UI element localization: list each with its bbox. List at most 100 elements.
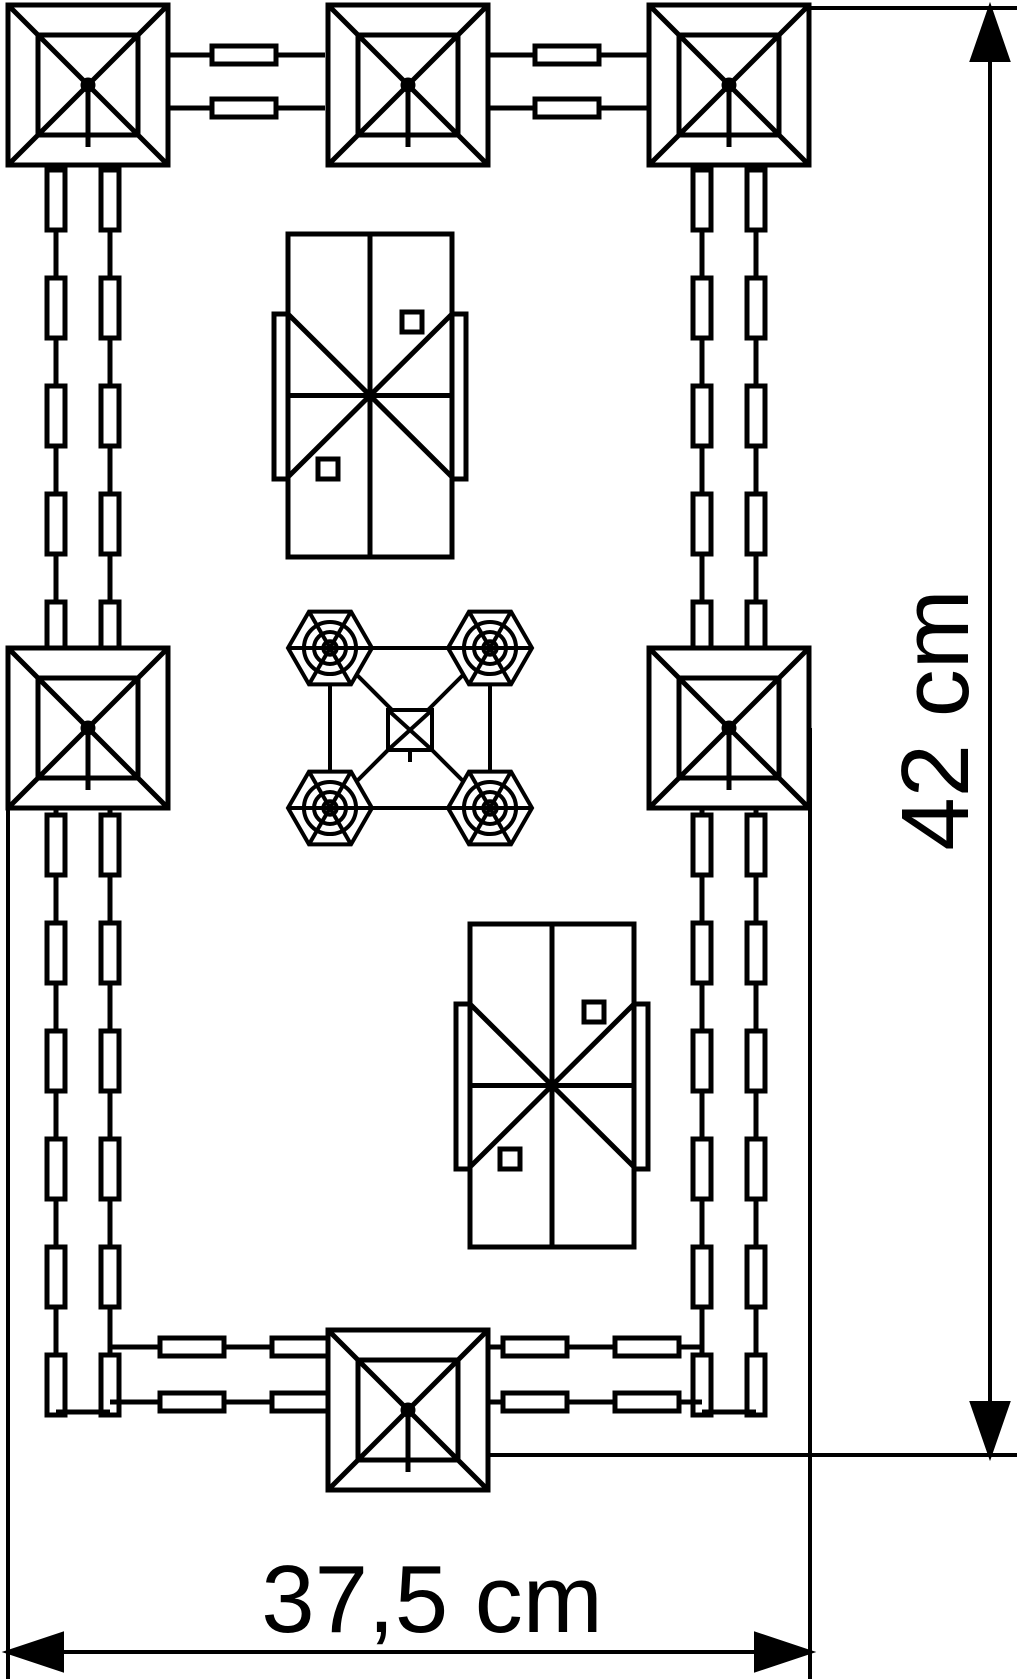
- pillar-diagonal: [36, 33, 90, 87]
- pillar-diagonal: [406, 83, 460, 137]
- pillar-diagonal: [36, 676, 90, 730]
- pillar-top-right: [646, 2, 812, 168]
- chain-link: [744, 812, 768, 878]
- pillar-diagonal: [727, 33, 781, 87]
- pillar-diagonal: [356, 83, 410, 137]
- stool-spoke: [307, 610, 332, 650]
- chain-link: [612, 1335, 682, 1359]
- chain-link: [744, 491, 768, 557]
- pillar-bevel: [456, 1458, 490, 1492]
- pillar-diagonal: [356, 33, 410, 87]
- chain-link: [744, 1136, 768, 1202]
- chain-link: [98, 920, 122, 986]
- arrowhead-icon: [969, 1, 1011, 62]
- pillar-middle-right: [646, 645, 812, 811]
- chain-link: [44, 812, 68, 878]
- pillar-center: [80, 720, 96, 736]
- pillar-diagonal: [406, 33, 460, 87]
- pillar-center: [721, 77, 737, 93]
- chain-link: [532, 96, 602, 120]
- chain-link: [98, 275, 122, 341]
- stool-spoke: [328, 806, 353, 846]
- chain-link: [532, 43, 602, 67]
- pillar-bevel: [647, 646, 681, 680]
- chain-link: [98, 1028, 122, 1094]
- stool-spoke: [307, 806, 332, 846]
- pillar-diagonal: [727, 83, 781, 137]
- stool-spoke: [467, 610, 492, 650]
- pillar-diagonal: [727, 726, 781, 780]
- small-table-set: [285, 609, 535, 847]
- arrowhead-icon: [969, 1401, 1011, 1462]
- pillar-middle-left: [5, 645, 171, 811]
- chain-link: [690, 491, 714, 557]
- pillar-diagonal: [677, 33, 731, 87]
- chain-link: [157, 1335, 227, 1359]
- chain-link: [44, 1244, 68, 1310]
- chain-link: [157, 1390, 227, 1414]
- stool-spoke: [488, 770, 513, 810]
- pillar-bevel: [647, 776, 681, 810]
- pillar-bevel: [6, 3, 40, 37]
- chain-link: [98, 1244, 122, 1310]
- chain-link: [612, 1390, 682, 1414]
- pillar-center: [721, 720, 737, 736]
- pillar-center: [80, 77, 96, 93]
- chain-link: [744, 1244, 768, 1310]
- chain-link: [690, 920, 714, 986]
- stool-spoke: [328, 610, 353, 650]
- pillar-diagonal: [86, 676, 140, 730]
- stool-spoke: [328, 770, 353, 810]
- chain-link: [209, 96, 279, 120]
- chain-link: [44, 275, 68, 341]
- pillar-center: [400, 1402, 416, 1418]
- pillar-center: [400, 77, 416, 93]
- pillar-bevel: [777, 646, 811, 680]
- pillar-diagonal: [36, 726, 90, 780]
- pillar-diagonal: [406, 1358, 460, 1412]
- pillar-bevel: [777, 776, 811, 810]
- chain-link: [744, 1352, 768, 1418]
- pillar-diagonal: [356, 1358, 410, 1412]
- arrowhead-icon: [754, 1631, 817, 1673]
- stool-bottom-left: [285, 769, 375, 847]
- pillar-bevel: [647, 3, 681, 37]
- pillar-bevel: [6, 133, 40, 167]
- stool-spoke: [467, 806, 492, 846]
- small-table-center-cross: [386, 708, 434, 752]
- width-dimension-label: 37,5 cm: [261, 1546, 602, 1653]
- table-diagonal: [468, 1002, 636, 1169]
- chain-rails: [44, 43, 768, 1418]
- stool-spoke: [467, 770, 492, 810]
- pillar-top-center: [325, 2, 491, 168]
- pillar-top-left: [5, 2, 171, 168]
- pillar-bevel: [326, 1458, 360, 1492]
- chain-link: [690, 1352, 714, 1418]
- pillar-bevel: [6, 646, 40, 680]
- pillar-bevel: [777, 3, 811, 37]
- chain-link: [744, 383, 768, 449]
- chain-link: [98, 1136, 122, 1202]
- chain-link: [744, 920, 768, 986]
- chain-link: [690, 1244, 714, 1310]
- chain-link: [44, 920, 68, 986]
- chain-link: [744, 167, 768, 233]
- chain-link: [98, 491, 122, 557]
- pillar-bevel: [456, 3, 490, 37]
- stool-spoke: [488, 806, 513, 846]
- pillar-bottom-center: [325, 1327, 491, 1493]
- pillar-bevel: [136, 776, 170, 810]
- chain-link: [744, 275, 768, 341]
- chain-link: [690, 167, 714, 233]
- chain-link: [44, 1352, 68, 1418]
- pillar-diagonal: [677, 676, 731, 730]
- pillar-diagonal: [406, 1408, 460, 1462]
- pillar-bevel: [136, 133, 170, 167]
- pillar-diagonal: [86, 726, 140, 780]
- chain-link: [44, 1028, 68, 1094]
- chain-link: [690, 275, 714, 341]
- stool-top-right: [445, 609, 535, 687]
- chain-link: [98, 383, 122, 449]
